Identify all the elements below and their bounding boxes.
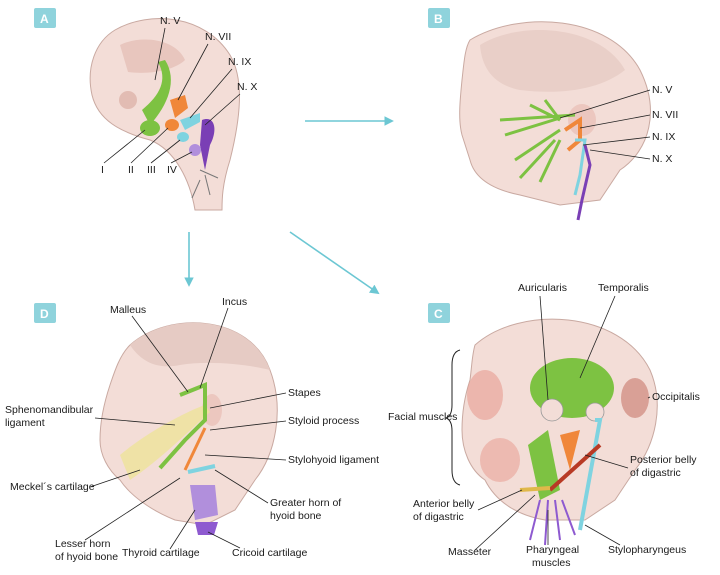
leaders-a-arches: [103, 127, 193, 164]
label-d-stapes: Stapes: [288, 387, 321, 399]
label-a-nerve-ix: N. IX: [228, 56, 251, 68]
ossicles-shape: [158, 382, 207, 470]
panel-b-badge: B: [428, 8, 450, 28]
facial-muscle-forehead: [467, 370, 503, 420]
nerve-ix-shape: [180, 113, 200, 130]
label-d-greater-horn-2: hyoid bone: [270, 510, 322, 522]
label-d-stylohyoid: Stylohyoid ligament: [288, 454, 379, 466]
fetus-nerve-x: [576, 144, 592, 221]
arrow-a-to-c: [289, 231, 380, 295]
arch-4-shape: [189, 144, 201, 156]
label-d-lesser-horn-2: of hyoid bone: [55, 551, 118, 563]
fetus-nerve-ix: [573, 138, 587, 196]
label-d-sphenomandibular-1: Sphenomandibular: [5, 404, 94, 416]
embryo-brain: [120, 39, 185, 73]
greater-horn-shape: [187, 464, 216, 474]
label-c-stylopharyngeus: Stylopharyngeus: [608, 544, 686, 556]
label-c-anterior-belly-1: Anterior belly: [413, 498, 475, 510]
panel-a-badge: A: [34, 8, 56, 28]
posterior-belly-shape: [548, 443, 602, 492]
nerve-x-shape: [200, 119, 215, 170]
label-b-nerve-x: N. X: [652, 153, 672, 165]
label-c-anterior-belly-2: of digastric: [413, 511, 464, 523]
panel-d-badge: D: [34, 303, 56, 323]
label-d-lesser-horn-1: Lesser horn: [55, 538, 111, 550]
label-c-pharyngeal-2: muscles: [532, 557, 571, 569]
child-hair-d: [130, 322, 270, 370]
auricularis-shape: [540, 398, 564, 422]
svg-text:B: B: [434, 12, 443, 26]
pharyngeal-muscles-shape: [529, 499, 576, 546]
panel-c: C Auricularis Temporalis Occipitalis Fac…: [388, 282, 700, 569]
label-d-styloid: Styloid process: [288, 415, 359, 427]
fetus-cranium: [480, 30, 625, 92]
label-b-nerve-vii: N. VII: [652, 109, 678, 121]
nerve-x-branches: [191, 169, 219, 199]
label-d-incus: Incus: [222, 296, 247, 308]
label-a-arch-2: II: [128, 164, 134, 176]
label-c-auricularis: Auricularis: [518, 282, 567, 294]
panel-d: D Malleus Incus Stapes Styloid process S…: [5, 296, 379, 563]
leaders-b-nerves: [559, 89, 651, 160]
label-a-nerve-v: N. V: [160, 15, 180, 27]
panel-c-badge: C: [428, 303, 450, 323]
label-c-posterior-belly-2: of digastric: [630, 467, 681, 479]
masseter-shape: [528, 430, 560, 500]
orange-muscle-c: [560, 430, 580, 470]
thyroid-shape: [190, 485, 218, 520]
arch-1-shape: [140, 120, 160, 136]
label-c-temporalis: Temporalis: [598, 282, 649, 294]
nerve-vii-shape: [170, 95, 188, 118]
styloid-shape: [183, 427, 207, 471]
label-a-arch-1: I: [101, 164, 104, 176]
leaders-d: [84, 307, 287, 550]
leaders-c: [474, 295, 651, 551]
label-c-occipitalis: Occipitalis: [652, 391, 700, 403]
label-a-nerve-x: N. X: [237, 81, 257, 93]
svg-text:A: A: [40, 12, 49, 26]
label-c-posterior-belly-1: Posterior belly: [630, 454, 697, 466]
label-d-malleus: Malleus: [110, 304, 146, 316]
label-a-arch-4: IV: [167, 164, 177, 176]
cricoid-shape: [195, 522, 218, 535]
fetus-nerve-vii: [563, 116, 582, 152]
facial-muscle-cheek: [480, 438, 520, 482]
occipitalis-shape: [621, 378, 649, 418]
label-b-nerve-ix: N. IX: [652, 131, 675, 143]
label-c-masseter: Masseter: [448, 546, 492, 558]
label-d-sphenomandibular-2: ligament: [5, 417, 45, 429]
anterior-belly-shape: [519, 486, 551, 492]
panel-a: A N. V N. VII N. IX N. X I II III IV: [34, 8, 257, 211]
svg-text:C: C: [434, 307, 443, 321]
label-d-thyroid: Thyroid cartilage: [122, 547, 200, 559]
leaders-a-nerves: [154, 27, 241, 126]
svg-text:D: D: [40, 307, 49, 321]
stylopharyngeus-shape: [578, 418, 603, 531]
transition-arrows: [184, 116, 394, 295]
label-a-arch-3: III: [147, 164, 156, 176]
label-c-facial-muscles: Facial muscles: [388, 411, 457, 423]
label-d-cricoid: Cricoid cartilage: [232, 547, 307, 559]
label-d-meckel: Meckel´s cartilage: [10, 481, 95, 493]
arch-2-shape: [165, 119, 179, 131]
embryo-eye: [119, 91, 137, 109]
label-d-greater-horn-1: Greater horn of: [270, 497, 341, 509]
arch-3-shape: [177, 132, 189, 142]
fetus-nerve-v: [499, 99, 576, 183]
meckel-cartilage-shape: [120, 405, 210, 480]
label-b-nerve-v: N. V: [652, 84, 672, 96]
facial-muscles-brace: [444, 349, 461, 486]
nerve-v-shape: [142, 60, 171, 125]
label-a-nerve-vii: N. VII: [205, 31, 231, 43]
panel-b: B N. V N. VII N. IX N. X: [428, 8, 678, 221]
label-c-pharyngeal-1: Pharyngeal: [526, 544, 579, 556]
